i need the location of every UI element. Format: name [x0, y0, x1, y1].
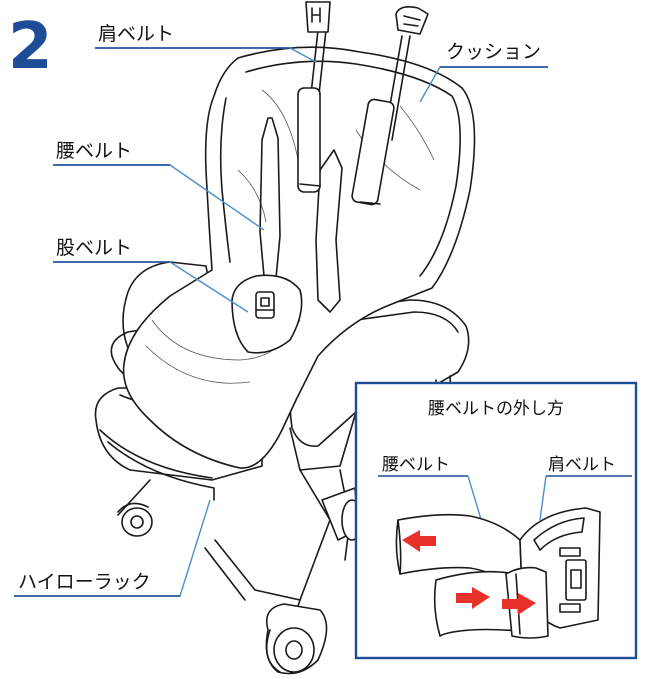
crotch-buckle [231, 274, 303, 354]
shoulder-belt-right [351, 6, 429, 206]
caster-front-right [265, 603, 328, 675]
arrow-right-icon [456, 587, 490, 609]
label-shoulder-belt: 肩ベルト [98, 23, 174, 45]
step-number: 2 [8, 10, 53, 84]
inset-leader-shoulder-belt [539, 475, 547, 521]
arrow-left-icon [402, 530, 436, 552]
shoulder-belt-left [297, 1, 331, 193]
inset-waist-belt-removal: 腰ベルトの外し方 腰ベルト 肩ベルト [354, 381, 638, 660]
inset-label-shoulder-belt: 肩ベルト [548, 455, 616, 475]
rack-illustration [94, 1, 476, 675]
caster-front-left [117, 502, 153, 537]
label-waist-belt: 腰ベルト [56, 140, 132, 162]
label-high-low-rack: ハイローラック [18, 571, 151, 593]
arrow-right-icon [502, 593, 536, 615]
inset-label-waist-belt: 腰ベルト [382, 455, 450, 475]
label-crotch-belt: 股ベルト [56, 237, 132, 259]
label-cushion: クッション [446, 41, 541, 63]
inset-title: 腰ベルトの外し方 [428, 399, 564, 419]
